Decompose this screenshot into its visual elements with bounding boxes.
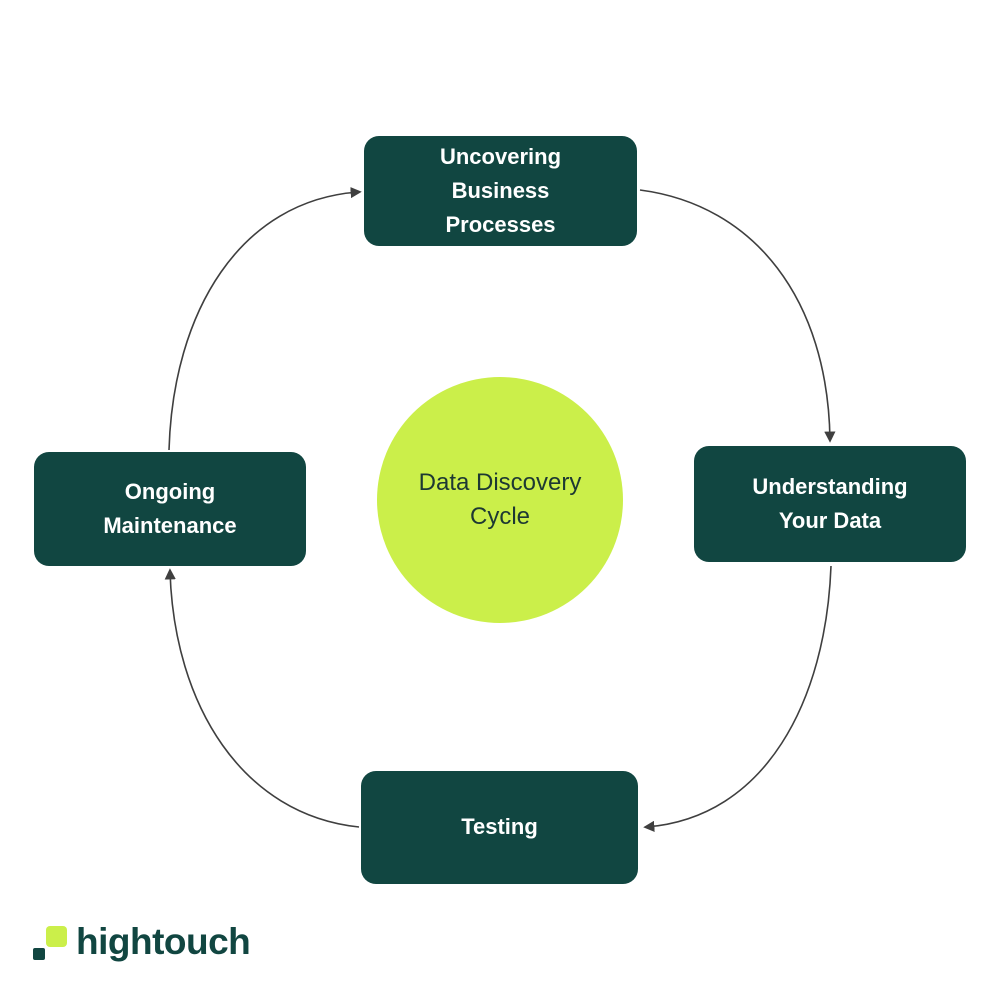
arrow-testing-to-maintenance-icon [164,568,360,828]
center-label: Data Discovery Cycle [418,469,582,530]
center-circle: Data Discovery Cycle [377,377,623,623]
logo-lime-square [46,925,67,947]
node-testing: Testing [361,771,638,884]
arrow-understanding-to-testing-icon [643,565,832,832]
logo-dark-square [33,947,45,960]
node-label: Understanding Your Data [752,473,908,533]
arrow-uncovering-to-understanding-icon [639,189,836,443]
node-uncovering-business-processes: Uncovering Business Processes [364,136,637,246]
arrow-maintenance-to-uncovering-icon [168,186,362,451]
hightouch-logo: hightouch [33,921,251,963]
node-ongoing-maintenance: Ongoing Maintenance [34,452,306,566]
hightouch-logo-icon [33,924,67,961]
node-label: Uncovering Business Processes [439,143,562,238]
node-understanding-your-data: Understanding Your Data [694,446,966,562]
hightouch-logo-text: hightouch [76,921,251,962]
node-label: Testing [461,814,538,840]
node-label: Ongoing Maintenance [103,478,237,538]
